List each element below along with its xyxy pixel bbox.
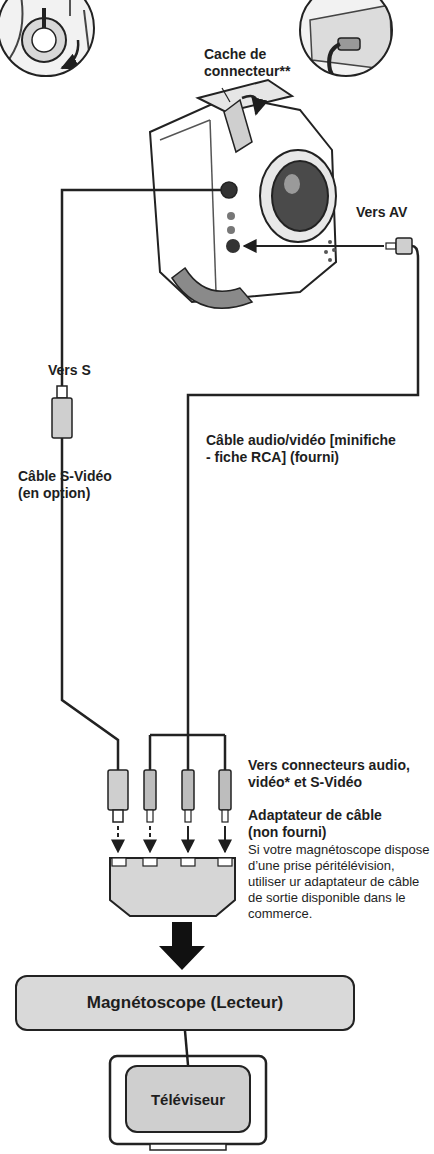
camcorder <box>224 100 252 152</box>
cable-label: Câble audio/vidéo [minifiche - fiche RCA… <box>206 432 396 466</box>
camcorder <box>221 182 237 198</box>
tv-screen: Téléviseur <box>125 1065 251 1133</box>
camcorder <box>172 268 252 308</box>
switch-inset <box>42 8 46 28</box>
switch-inset <box>62 40 78 68</box>
camcorder <box>210 120 216 292</box>
av-cable <box>185 810 191 822</box>
node-text: Magnétoscope (Lecteur) <box>87 993 283 1013</box>
s-video-cable <box>52 190 221 852</box>
av-cable <box>188 246 418 735</box>
av-cable <box>386 243 396 249</box>
camcorder <box>328 258 332 262</box>
av-cable <box>224 826 226 852</box>
s-video-cable <box>113 810 123 822</box>
connector-line <box>185 1031 188 1065</box>
av-cable <box>187 826 189 852</box>
camcorder <box>332 248 336 252</box>
camcorder <box>272 161 328 231</box>
part-label: Adaptateur de câble (non fourni) <box>248 807 388 841</box>
device-box: Magnétoscope (Lecteur) <box>15 975 355 1031</box>
av-cable <box>396 238 412 254</box>
av-cable <box>147 810 153 822</box>
camcorder <box>226 239 240 253</box>
connector-label: Vers connecteurs audio, vidéo* et S-Vidé… <box>248 757 430 791</box>
camcorder <box>328 240 332 244</box>
s-video-cable <box>117 826 119 852</box>
tv-frame <box>110 1056 266 1144</box>
cable-inset <box>338 38 360 50</box>
s-video-cable <box>52 398 72 438</box>
connector-label: Vers S <box>48 362 118 379</box>
camcorder <box>222 88 230 102</box>
camcorder <box>242 96 257 114</box>
tv-stand <box>150 1144 226 1150</box>
cable-inset <box>300 0 400 90</box>
av-cable <box>149 826 151 852</box>
camcorder <box>227 226 235 234</box>
cable-inset <box>300 0 400 90</box>
s-video-cable <box>57 386 67 398</box>
switch-inset <box>32 28 56 52</box>
cable-adapter <box>143 858 157 866</box>
switch-inset <box>0 0 98 80</box>
cable-adapter <box>110 858 235 916</box>
av-cable <box>244 245 384 247</box>
node-text: Téléviseur <box>151 1091 225 1108</box>
camcorder <box>150 96 336 302</box>
switch-inset <box>0 0 23 70</box>
av-cable <box>222 810 228 822</box>
cable-adapter <box>112 858 126 866</box>
camcorder <box>260 150 336 242</box>
camcorder <box>150 80 336 308</box>
cable-adapter <box>181 858 195 866</box>
av-cable <box>150 735 225 770</box>
cable-inset <box>300 0 392 76</box>
switch-inset <box>0 0 98 80</box>
camcorder <box>324 250 328 254</box>
connector-label: Vers AV <box>356 204 434 221</box>
camcorder <box>160 120 210 140</box>
callout-label: Cache de connecteur** <box>204 46 324 80</box>
switch-inset <box>0 0 94 76</box>
av-cable <box>144 770 156 810</box>
cable-inset <box>329 44 350 90</box>
camcorder <box>227 212 235 220</box>
s-video-cable <box>108 770 128 810</box>
cable-inset <box>300 0 400 80</box>
av-cable <box>219 770 231 810</box>
av-cable <box>182 770 194 810</box>
cable-label: Câble S-Vidéo (en option) <box>18 468 128 502</box>
note-text: Si votre magnétoscope dispose d’une pris… <box>248 842 430 922</box>
switch-inset <box>69 0 71 16</box>
s-video-cable <box>62 190 221 386</box>
cable-adapter <box>110 858 235 916</box>
switch-inset <box>0 0 98 80</box>
camcorder <box>284 174 300 194</box>
big-arrow <box>159 922 205 970</box>
cable-adapter <box>218 858 232 866</box>
